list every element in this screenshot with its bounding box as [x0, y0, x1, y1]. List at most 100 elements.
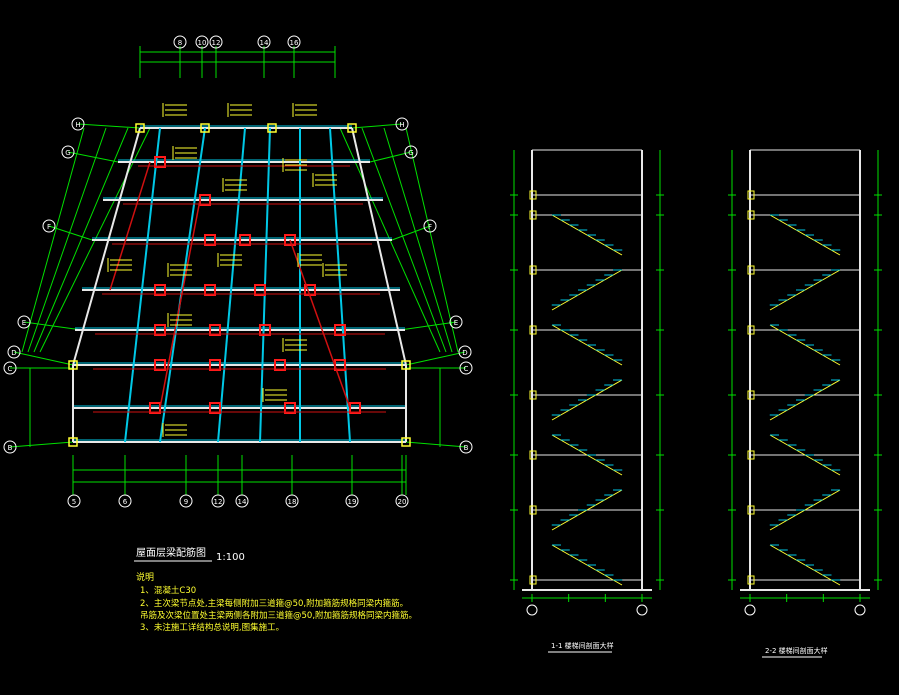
svg-text:D: D: [11, 349, 16, 357]
axis-bubble-left-H: H: [71, 117, 85, 131]
svg-text:12: 12: [212, 39, 221, 47]
svg-text:10: 10: [198, 39, 207, 47]
column-12: [334, 324, 346, 336]
section-1-floor-mark-6: [529, 505, 537, 515]
svg-text:5: 5: [72, 498, 76, 506]
svg-text:D: D: [462, 349, 467, 357]
corner-column-6: [200, 123, 210, 133]
axis-lead-left-1: [67, 151, 119, 163]
section-1-floor-mark-7: [529, 575, 537, 585]
column-11: [259, 324, 271, 336]
section-1-floor-mark-3: [529, 325, 537, 335]
dim-fan-right-1: [361, 127, 447, 353]
axis-lead-left-2: [48, 225, 93, 241]
axis-bubble-bottom-4: 12: [211, 494, 225, 508]
axis-bubble-left-G: G: [61, 145, 75, 159]
section-1-floor-mark-4: [529, 390, 537, 400]
section-2-floor-mark-4: [747, 390, 755, 400]
corner-column-1: [347, 123, 357, 133]
edge-right: [351, 127, 407, 366]
svg-text:12: 12: [214, 498, 223, 506]
section-2-axis-bubble-b: [854, 604, 866, 616]
beam-radial-0: [124, 127, 161, 443]
axis-bubble-top-2: 10: [195, 35, 209, 49]
section-2-axis-bubble-a: [744, 604, 756, 616]
axis-lead-right-0: [351, 123, 403, 129]
axis-bubble-right-C: C: [459, 361, 473, 375]
svg-text:F: F: [47, 223, 51, 231]
dim-fan-left-3: [21, 127, 85, 353]
svg-text:14: 14: [238, 498, 247, 506]
axis-bubble-bottom-3: 9: [179, 494, 193, 508]
column-0: [154, 156, 166, 168]
section-1-floor-mark-2: [529, 265, 537, 275]
section-2-floor-mark-0: [747, 190, 755, 200]
svg-text:14: 14: [260, 39, 269, 47]
plan-scale: 1:100: [216, 552, 245, 563]
axis-bubble-bottom-2: 6: [118, 494, 132, 508]
axis-bubble-top-5: 16: [287, 35, 301, 49]
dim-fan-right-2: [383, 127, 453, 353]
edge-left: [72, 127, 141, 366]
section-1-caption: 1-1 楼梯间剖面大样: [551, 641, 614, 650]
svg-text:B: B: [464, 444, 469, 452]
section-2-floor-mark-3: [747, 325, 755, 335]
axis-bubble-left-D: D: [7, 345, 21, 359]
dim-fan-left-2: [27, 127, 107, 353]
plan-title: 屋面层梁配筋图: [136, 546, 206, 559]
corner-column-3: [401, 360, 411, 370]
column-9: [154, 324, 166, 336]
svg-text:16: 16: [290, 39, 299, 47]
column-5: [154, 284, 166, 296]
axis-bubble-right-F: F: [423, 219, 437, 233]
axis-lead-right-2: [391, 225, 431, 241]
axis-bubble-top-3: 12: [209, 35, 223, 49]
column-4: [284, 234, 296, 246]
column-10: [209, 324, 221, 336]
section-1-axis-bubble-b: [636, 604, 648, 616]
section-2-floor-mark-2: [747, 265, 755, 275]
corner-column-2: [68, 360, 78, 370]
section-2-caption: 2-2 楼梯间剖面大样: [765, 646, 828, 655]
axis-lead-right-1: [369, 151, 412, 163]
column-6: [204, 284, 216, 296]
column-13: [154, 359, 166, 371]
section-2-floor-mark-5: [747, 450, 755, 460]
axis-bubble-top-4: 14: [257, 35, 271, 49]
beam-radial-1: [159, 127, 206, 443]
axis-bubble-left-C: C: [3, 361, 17, 375]
column-19: [284, 402, 296, 414]
corner-column-5: [401, 437, 411, 447]
axis-bubble-bottom-7: 19: [345, 494, 359, 508]
axis-bubble-left-B: B: [3, 440, 17, 454]
dim-fan-right-3: [405, 127, 459, 353]
axis-lead-right-6: [405, 441, 467, 448]
svg-text:6: 6: [123, 498, 128, 506]
section-2-floor-mark-1: [747, 210, 755, 220]
svg-text:B: B: [8, 444, 13, 452]
svg-text:20: 20: [398, 498, 407, 506]
svg-text:8: 8: [178, 39, 182, 47]
note-line-2: 2、主次梁节点处,主梁每侧附加三道箍@50,附加箍筋规格同梁内箍筋。: [140, 598, 408, 609]
svg-text:H: H: [75, 121, 80, 129]
axis-bubble-right-H: H: [395, 117, 409, 131]
axis-lead-right-4: [405, 351, 466, 366]
svg-text:G: G: [65, 149, 70, 157]
section-1-axis-bubble-a: [526, 604, 538, 616]
corner-column-4: [68, 437, 78, 447]
section-2-floor-mark-7: [747, 575, 755, 585]
column-2: [204, 234, 216, 246]
corner-column-0: [135, 123, 145, 133]
axis-bubble-right-G: G: [404, 145, 418, 159]
svg-text:E: E: [454, 319, 458, 327]
section-2-floor-mark-6: [747, 505, 755, 515]
rebar-diag-1: [159, 199, 201, 409]
axis-lead-right-3: [399, 321, 457, 331]
column-3: [239, 234, 251, 246]
rebar-diag-2: [289, 239, 351, 409]
note-line-4: 3、未注施工详结构总说明,图集施工。: [140, 622, 284, 633]
svg-text:G: G: [408, 149, 413, 157]
column-14: [209, 359, 221, 371]
